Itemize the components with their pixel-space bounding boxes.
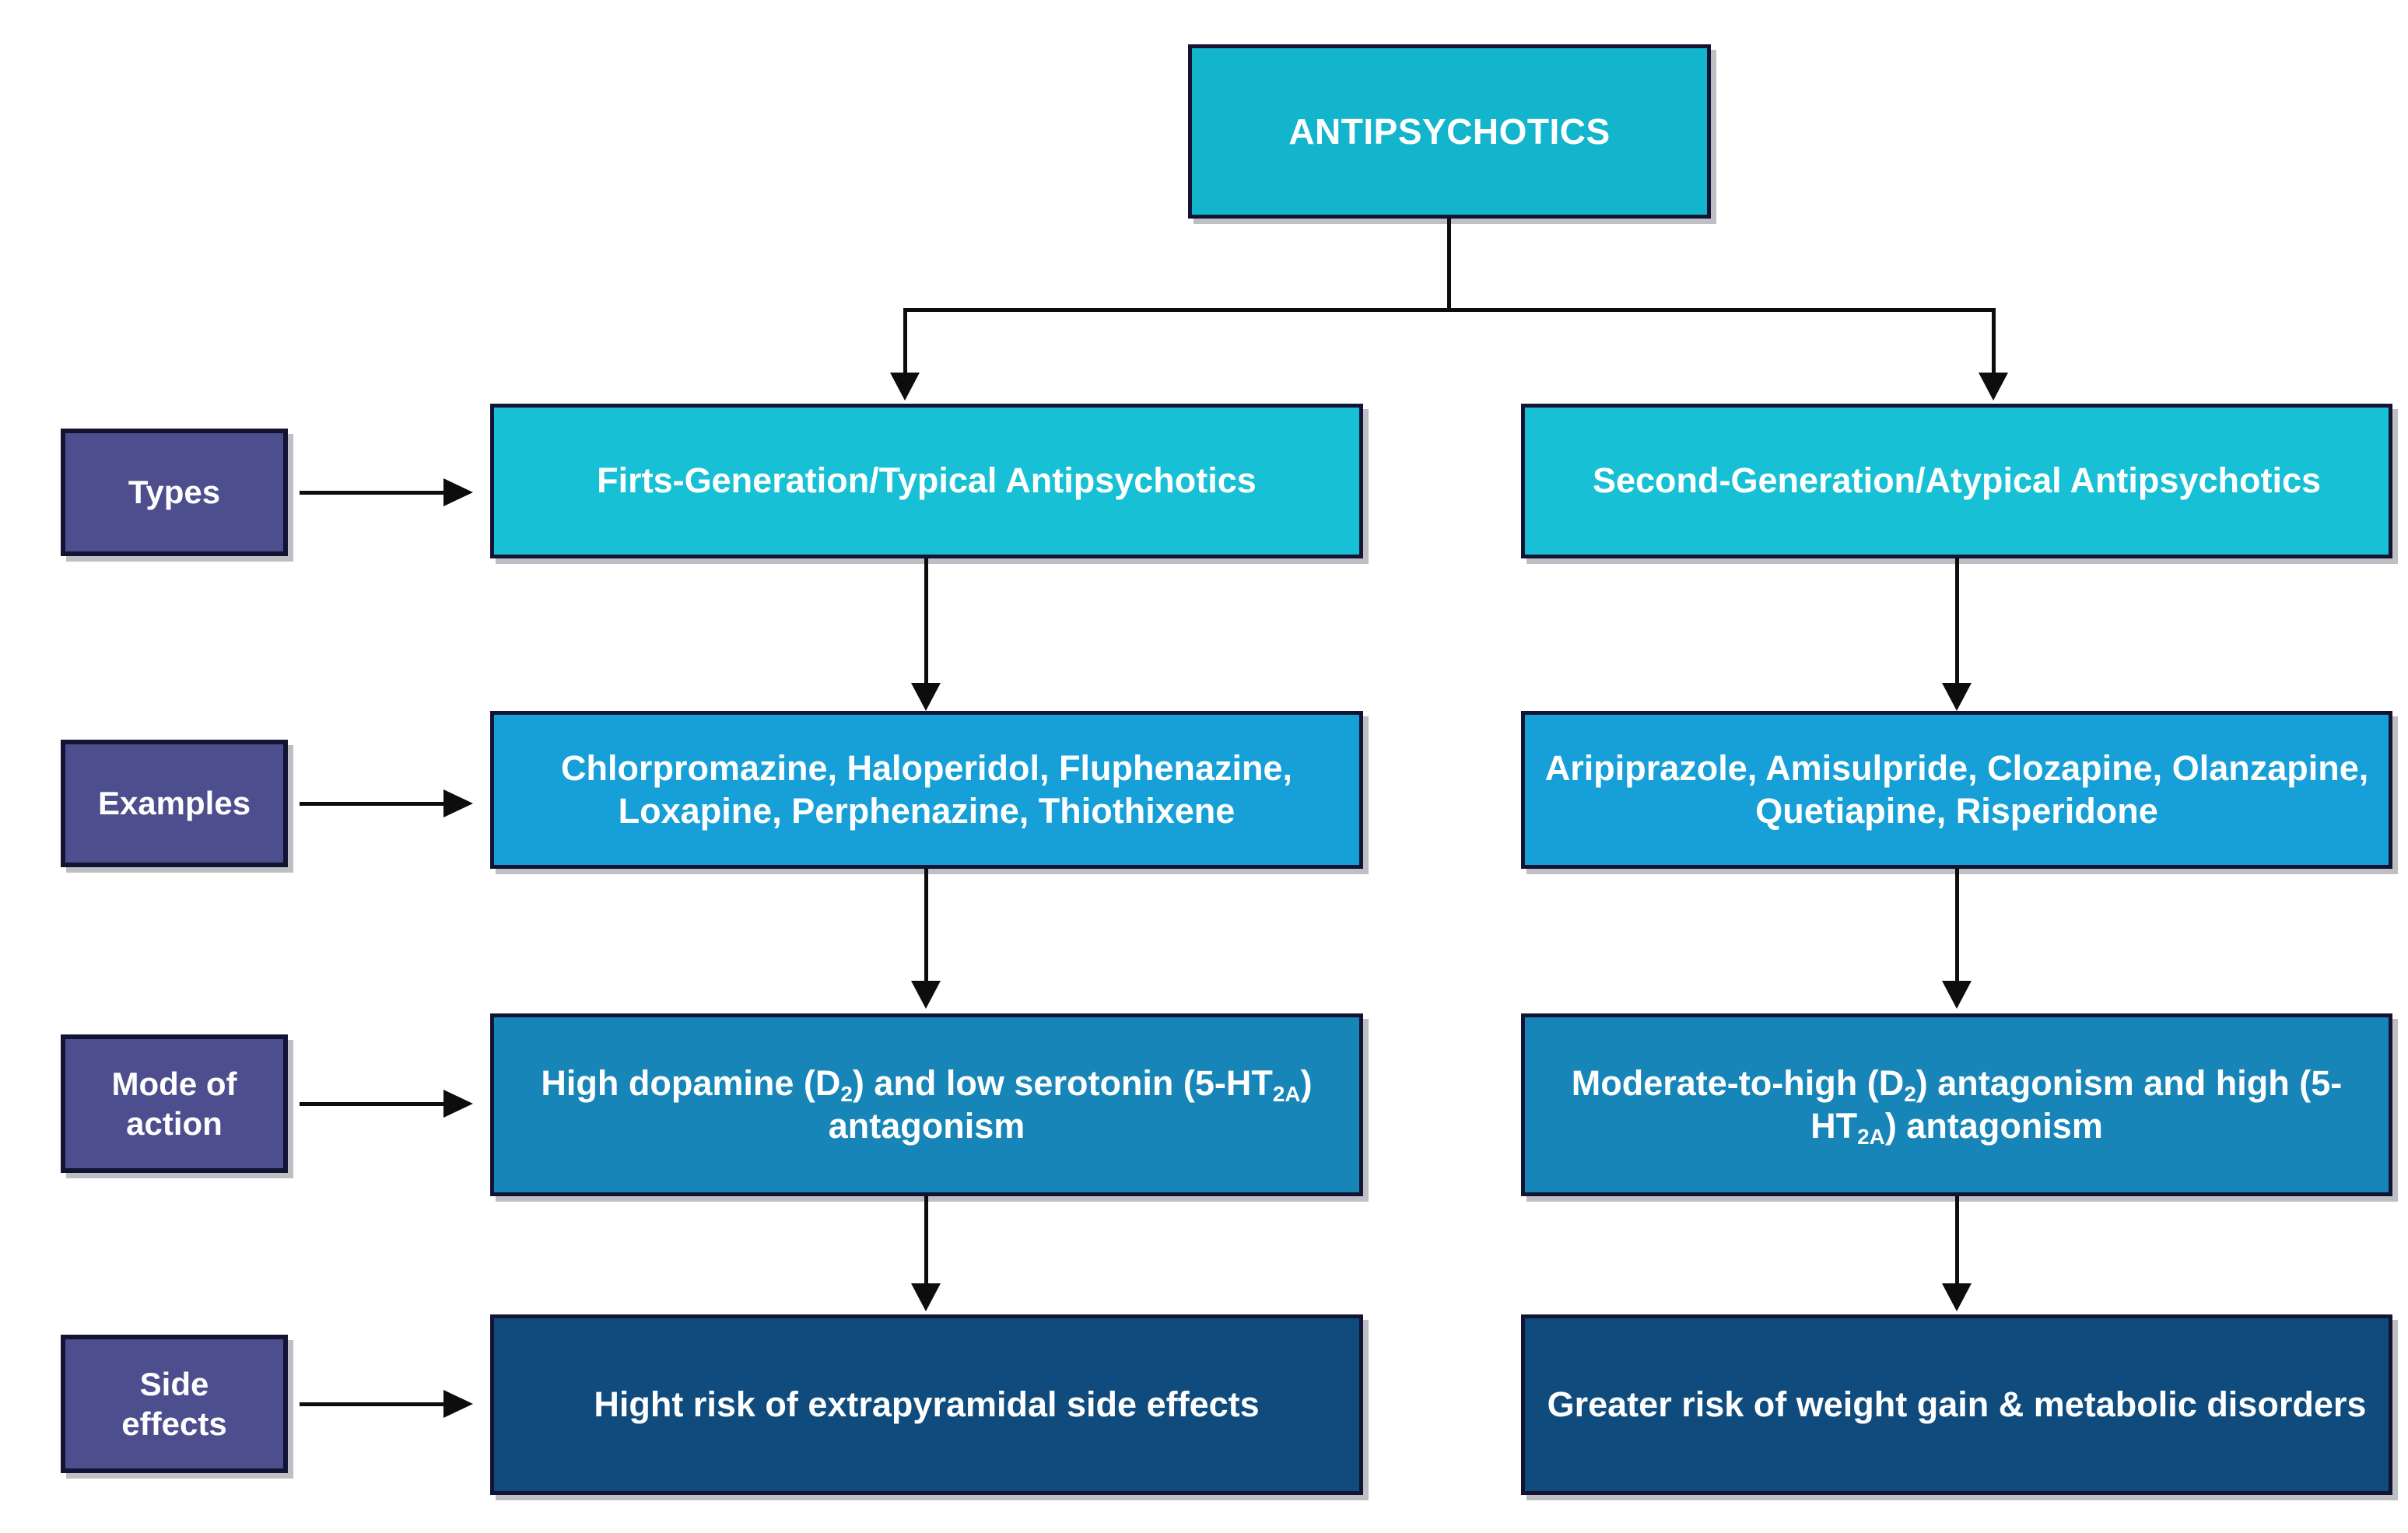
row-label-mode-of-action-text: Mode of action [111, 1065, 237, 1142]
row-label-side-effects-text: Side effects [121, 1365, 227, 1442]
node-antipsychotics-title: ANTIPSYCHOTICS [1188, 44, 1711, 219]
connector-sg-type-to-examples [1955, 558, 1959, 689]
arrowhead-title-to-second-generation [1979, 373, 2008, 401]
arrowhead-fg-examples-to-mode [911, 981, 941, 1009]
arrowhead-sg-type-to-examples [1942, 683, 1972, 711]
mode-of-action-text-first-generation: High dopamine (D2) and low serotonin (5-… [541, 1062, 1313, 1146]
connector-title-crossbar [903, 308, 1996, 312]
connector-examples-label-line [300, 802, 447, 806]
arrowhead-side-label [443, 1390, 473, 1418]
connector-sg-mode-to-side [1955, 1196, 1959, 1290]
connector-fg-type-to-examples [924, 558, 928, 689]
row-label-examples: Examples [61, 740, 288, 867]
row-label-side-effects: Side effects [61, 1335, 288, 1473]
arrowhead-fg-type-to-examples [911, 683, 941, 711]
arrowhead-types-label [443, 478, 473, 506]
arrowhead-sg-mode-to-side [1942, 1283, 1972, 1311]
node-first-generation-mode-of-action: High dopamine (D2) and low serotonin (5-… [490, 1013, 1363, 1196]
node-second-generation-side-effects: Greater risk of weight gain & metabolic … [1521, 1314, 2392, 1495]
connector-title-right-drop [1992, 308, 1996, 379]
node-second-generation-mode-of-action: Moderate-to-high (D2) antagonism and hig… [1521, 1013, 2392, 1196]
row-label-mode-of-action: Mode of action [61, 1034, 288, 1173]
connector-title-left-drop [903, 308, 907, 379]
arrowhead-sg-examples-to-mode [1942, 981, 1972, 1009]
node-first-generation-examples: Chlorpromazine, Haloperidol, Fluphenazin… [490, 711, 1363, 869]
node-first-generation-type: Firts-Generation/Typical Antipsychotics [490, 404, 1363, 558]
connector-sg-examples-to-mode [1955, 869, 1959, 987]
arrowhead-title-to-first-generation [890, 373, 920, 401]
connector-fg-mode-to-side [924, 1196, 928, 1290]
connector-fg-examples-to-mode [924, 869, 928, 987]
mode-of-action-text-second-generation: Moderate-to-high (D2) antagonism and hig… [1571, 1062, 2343, 1149]
node-second-generation-type: Second-Generation/Atypical Antipsychotic… [1521, 404, 2392, 558]
row-label-types: Types [61, 429, 288, 556]
connector-side-label-line [300, 1402, 447, 1406]
arrowhead-mode-label [443, 1090, 473, 1118]
connector-title-stem [1447, 219, 1451, 310]
arrowhead-examples-label [443, 789, 473, 817]
arrowhead-fg-mode-to-side [911, 1283, 941, 1311]
connector-types-label-line [300, 491, 447, 495]
node-first-generation-side-effects: Hight risk of extrapyramidal side effect… [490, 1314, 1363, 1495]
connector-mode-label-line [300, 1102, 447, 1106]
node-second-generation-examples: Aripiprazole, Amisulpride, Clozapine, Ol… [1521, 711, 2392, 869]
